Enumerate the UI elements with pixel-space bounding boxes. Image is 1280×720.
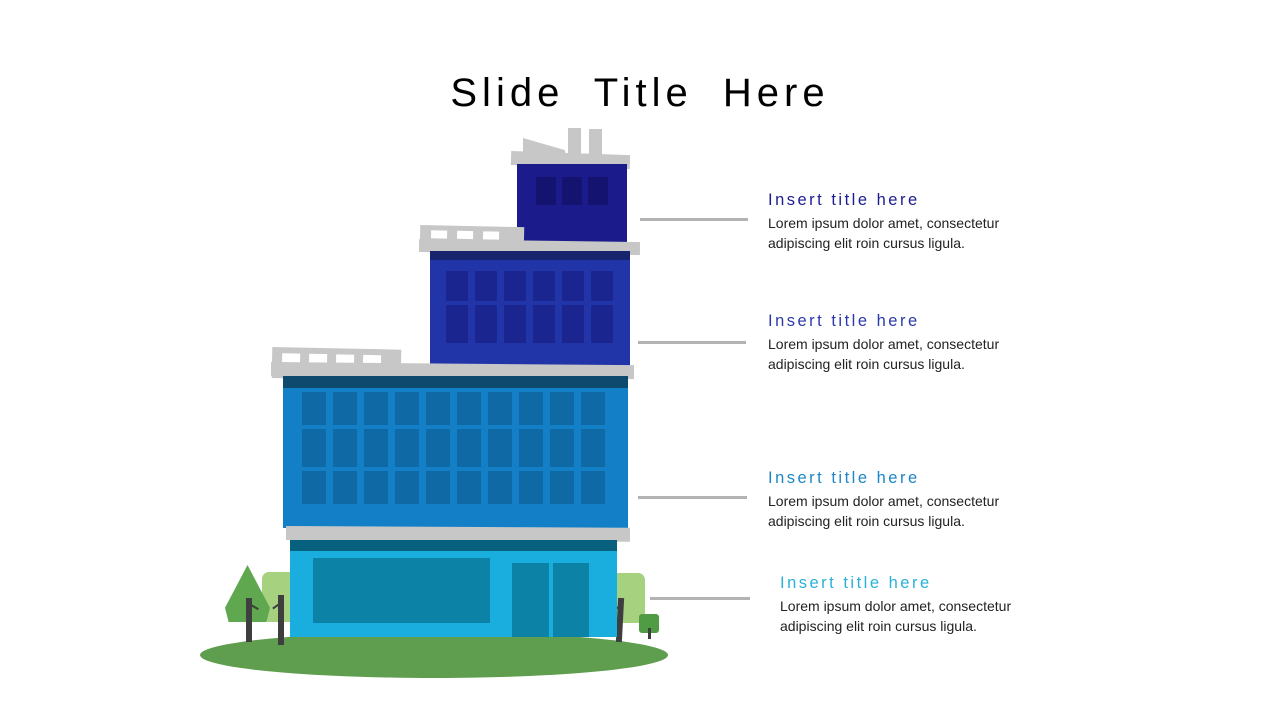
window — [395, 392, 419, 425]
window — [581, 429, 605, 467]
window — [426, 392, 450, 425]
floor2-wall — [283, 376, 628, 528]
window — [519, 429, 543, 467]
window — [550, 392, 574, 425]
callout-body: Lorem ipsum dolor amet, consectetur adip… — [768, 336, 1000, 372]
window — [457, 471, 481, 504]
bush-trunk — [648, 628, 651, 639]
window — [475, 305, 497, 343]
callout-line-4 — [650, 597, 750, 600]
chimney-icon — [568, 128, 581, 156]
window — [519, 392, 543, 425]
callout-block-1: Insert title here Lorem ipsum dolor amet… — [768, 191, 1053, 253]
floor3-wall — [430, 251, 630, 367]
window — [488, 471, 512, 504]
callout-block-4: Insert title here Lorem ipsum dolor amet… — [780, 574, 1065, 636]
door — [553, 563, 589, 637]
callout-title: Insert title here — [780, 574, 932, 592]
tree-trunk — [246, 598, 259, 642]
door — [512, 563, 549, 637]
window — [504, 271, 526, 301]
window — [333, 429, 357, 467]
callout-line-1 — [640, 218, 748, 221]
window — [333, 471, 357, 504]
window — [395, 471, 419, 504]
window — [533, 305, 555, 343]
railing-slot — [430, 230, 448, 239]
window — [550, 471, 574, 504]
window — [426, 429, 450, 467]
window — [364, 392, 388, 425]
window — [519, 471, 543, 504]
callout-title: Insert title here — [768, 469, 920, 487]
callout-body: Lorem ipsum dolor amet, consectetur adip… — [780, 598, 1012, 634]
window — [488, 429, 512, 467]
floor1-wall — [290, 540, 617, 637]
floor4-wall — [517, 164, 627, 248]
window — [591, 305, 613, 343]
callout-title: Insert title here — [768, 191, 920, 209]
window — [446, 305, 468, 343]
callout-line-2 — [638, 341, 746, 344]
floor1-shadow-strip — [290, 540, 617, 551]
callout-line-3 — [638, 496, 747, 499]
window — [457, 392, 481, 425]
window — [562, 177, 582, 205]
tree-trunk — [272, 595, 284, 645]
floor4-windows — [536, 177, 608, 205]
railing-slot — [482, 231, 500, 240]
chimney-icon — [589, 129, 602, 156]
callout-title: Insert title here — [768, 312, 920, 330]
slide-title: Slide Title Here — [450, 70, 830, 115]
window — [446, 271, 468, 301]
callout-block-3: Insert title here Lorem ipsum dolor amet… — [768, 469, 1053, 531]
window — [581, 471, 605, 504]
window — [364, 429, 388, 467]
bush-icon — [639, 614, 659, 633]
window — [302, 392, 326, 425]
floor2-windows — [302, 392, 605, 504]
window — [457, 429, 481, 467]
window — [536, 177, 556, 205]
window — [475, 271, 497, 301]
window — [333, 392, 357, 425]
window — [550, 429, 574, 467]
storefront-window — [313, 558, 490, 623]
floor3-windows — [446, 271, 613, 343]
window — [488, 392, 512, 425]
railing-slot — [456, 230, 474, 240]
window — [562, 271, 584, 301]
callout-body: Lorem ipsum dolor amet, consectetur adip… — [768, 215, 1000, 251]
callout-body: Lorem ipsum dolor amet, consectetur adip… — [768, 493, 1000, 529]
window — [588, 177, 608, 205]
window — [581, 392, 605, 425]
window — [591, 271, 613, 301]
window — [504, 305, 526, 343]
window — [533, 271, 555, 301]
floor3-shadow-strip — [430, 251, 630, 260]
window — [302, 471, 326, 504]
floor2-shadow-strip — [283, 376, 628, 388]
window — [395, 429, 419, 467]
callout-block-2: Insert title here Lorem ipsum dolor amet… — [768, 312, 1053, 374]
window — [562, 305, 584, 343]
window — [426, 471, 450, 504]
window — [364, 471, 388, 504]
window — [302, 429, 326, 467]
